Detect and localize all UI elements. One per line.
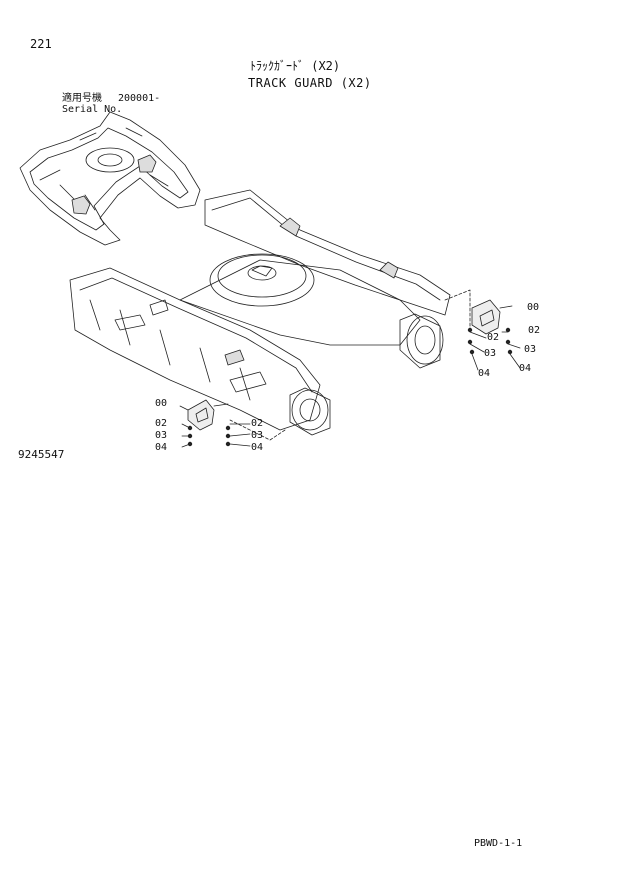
callout-left-03a: 03 <box>155 430 168 441</box>
serial-label-japanese: 適用号機 <box>62 93 102 104</box>
track-chain-drawing <box>19 111 201 246</box>
track-frame-exploded-diagram <box>19 111 521 448</box>
serial-label-english: Serial No. <box>62 104 123 115</box>
track-guard-left <box>179 399 251 448</box>
track-frame-drawing <box>69 189 471 441</box>
drawing-number: 9245547 <box>18 448 65 461</box>
callout-right-04b: 04 <box>519 363 532 374</box>
callout-left-00: 00 <box>155 398 168 409</box>
callout-left-04b: 04 <box>251 442 264 453</box>
footer-code: PBWD-1-1 <box>474 838 523 849</box>
callout-left-02a: 02 <box>155 418 168 429</box>
track-guard-right <box>467 299 521 371</box>
title-japanese: ﾄﾗｯｸｶﾞｰﾄﾞ (X2) <box>250 59 341 73</box>
callout-right-02a: 02 <box>487 332 500 343</box>
callout-right-03a: 03 <box>484 348 497 359</box>
callout-left-03b: 03 <box>251 430 264 441</box>
callout-right-04a: 04 <box>478 368 491 379</box>
title-english: TRACK GUARD (X2) <box>248 76 372 90</box>
serial-number-value: 200001- <box>118 93 161 104</box>
callout-left-02b: 02 <box>251 418 264 429</box>
callout-left-04a: 04 <box>155 442 168 453</box>
page-number: 221 <box>30 37 52 51</box>
callout-right-02b: 02 <box>528 325 541 336</box>
guard-on-chain <box>71 154 157 215</box>
callout-right-00: 00 <box>527 302 540 313</box>
callout-right-03b: 03 <box>524 344 537 355</box>
